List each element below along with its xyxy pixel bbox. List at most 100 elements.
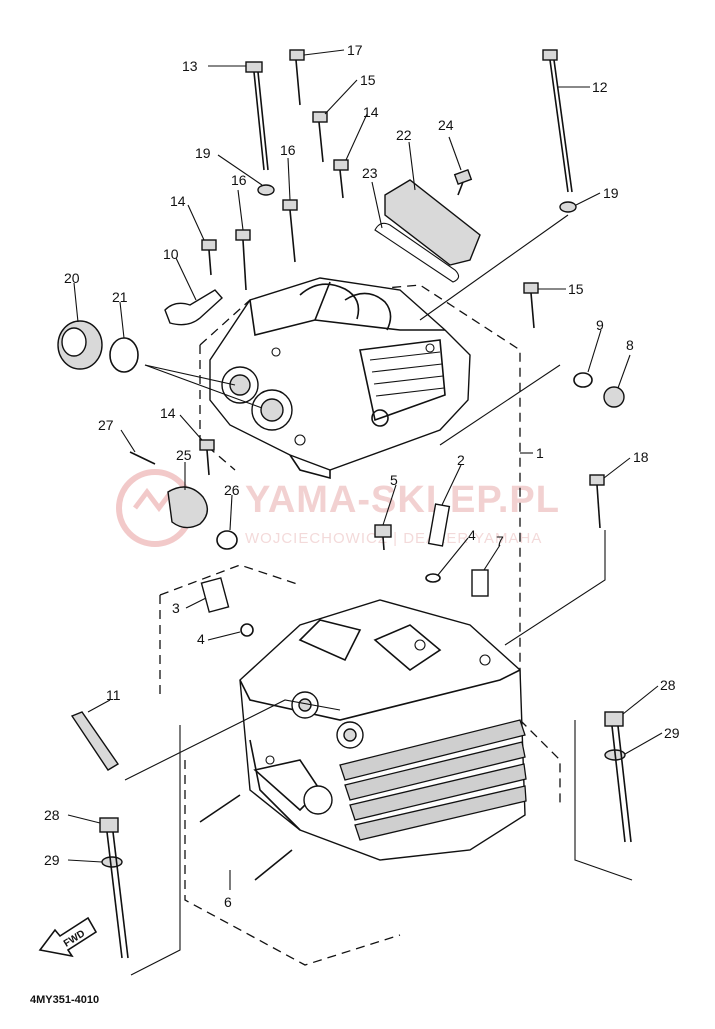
- screw-24-shank: [457, 181, 464, 196]
- callout-15-upper: 15: [360, 72, 376, 88]
- bolt-15-right-shank: [530, 292, 535, 329]
- cover-fins: [369, 351, 445, 397]
- valve-guide-3: [200, 577, 230, 613]
- screw-27: [129, 451, 156, 465]
- bolt-14-mid-head: [199, 439, 215, 451]
- callout-8: 8: [626, 337, 634, 353]
- cylinder-head-cover: [209, 277, 471, 480]
- bolt-14-left-shank: [208, 249, 212, 276]
- bracket-10: [164, 289, 223, 326]
- head-cam-journal-1: [298, 619, 362, 662]
- callout-15-right: 15: [568, 281, 584, 297]
- callouts: 13 17 15 14 22 24 12 19 16 16 23 19 14 1…: [44, 42, 680, 910]
- stud-right-shank: [611, 725, 626, 843]
- plug-8: [603, 386, 625, 408]
- forward-arrow-icon: [38, 916, 98, 958]
- callout-28-right: 28: [660, 677, 676, 693]
- callout-9: 9: [596, 317, 604, 333]
- bolt-5-shank: [382, 536, 385, 551]
- callout-14-mid: 14: [160, 405, 176, 421]
- bolt-17-head: [289, 49, 305, 61]
- callout-25: 25: [176, 447, 192, 463]
- washer-19-right: [559, 201, 577, 213]
- cover-ridge: [314, 319, 445, 331]
- watermark-brand: YAMA-SKLEP.PL: [245, 479, 560, 521]
- oring-9: [573, 372, 593, 388]
- callout-5: 5: [390, 472, 398, 488]
- bolt-16-a-shank: [289, 209, 296, 263]
- bolt-14-upper-shank: [339, 169, 344, 199]
- cover-bolt-boss: [371, 409, 389, 427]
- callout-29-right: 29: [664, 725, 680, 741]
- bolt-15-right-head: [523, 282, 539, 294]
- stud-6-lower: [254, 849, 293, 881]
- callout-13: 13: [182, 58, 198, 74]
- leader-lines: [67, 49, 663, 976]
- callout-23: 23: [362, 165, 378, 181]
- bolt-28-left-head: [99, 817, 119, 833]
- callout-2: 2: [457, 452, 465, 468]
- gasket-23: [374, 222, 460, 283]
- screw-24-head: [453, 169, 473, 185]
- bolt-5-head: [374, 524, 392, 538]
- callout-19-right: 19: [603, 185, 619, 201]
- cover-plate-22: [384, 179, 481, 266]
- valve-guide-2: [427, 503, 451, 547]
- bolt-17-shank: [295, 59, 301, 106]
- bolt-16-b-shank: [242, 239, 247, 291]
- callout-3: 3: [172, 600, 180, 616]
- stud-6-upper: [199, 794, 241, 823]
- cover-cam-hump-1: [299, 283, 360, 320]
- clip-4-lower: [240, 623, 254, 637]
- callout-19-left: 19: [195, 145, 211, 161]
- head-fin-2: [344, 741, 526, 801]
- forward-arrow: FWD: [38, 916, 98, 958]
- bolt-13-shank: [253, 71, 265, 171]
- bolt-14-upper-head: [333, 159, 349, 171]
- callout-10: 10: [163, 246, 179, 262]
- bolt-16-a-head: [282, 199, 298, 211]
- callout-14-left: 14: [170, 193, 186, 209]
- watermark: YAMA-SKLEP.PL WOJCIECHOWICZ | DEALER YAM…: [116, 469, 560, 547]
- oring-21: [109, 337, 139, 373]
- callout-21: 21: [112, 289, 128, 305]
- cover-side-panel: [359, 339, 446, 422]
- washer-29-left: [101, 856, 123, 868]
- clip-4-upper: [425, 573, 441, 583]
- callout-28-left: 28: [44, 807, 60, 823]
- head-fin-1: [339, 719, 526, 781]
- washer-19-left: [257, 184, 275, 196]
- cover-cam-hump-2: [344, 292, 392, 331]
- cylinder-head: [239, 599, 527, 861]
- callout-14-upper: 14: [363, 104, 379, 120]
- bolt-14-mid-shank: [206, 449, 210, 476]
- head-fin-3: [349, 763, 527, 821]
- head-gasket-face: [239, 669, 521, 721]
- callout-20: 20: [64, 270, 80, 286]
- bolt-15-upper-head: [312, 111, 328, 123]
- callout-16-a: 16: [280, 142, 296, 158]
- bolt-18-head: [589, 474, 605, 486]
- outline-head-top: [159, 564, 301, 596]
- dowel-7: [471, 569, 489, 597]
- callout-17: 17: [347, 42, 363, 58]
- head-exhaust-port: [303, 785, 333, 815]
- watermark-subline: WOJCIECHOWICZ | DEALER YAMAHA: [245, 530, 542, 547]
- bolt-13-head: [245, 61, 263, 73]
- bolt-12-head: [542, 49, 558, 61]
- oring-26: [216, 530, 238, 550]
- callout-18: 18: [633, 449, 649, 465]
- callout-4-upper: 4: [468, 527, 476, 543]
- bolt-28-right-head: [604, 711, 624, 727]
- callout-26: 26: [224, 482, 240, 498]
- callout-29-left: 29: [44, 852, 60, 868]
- callout-11: 11: [106, 687, 121, 703]
- callout-1: 1: [536, 445, 544, 461]
- callout-7: 7: [496, 533, 504, 549]
- bolt-16-b-head: [235, 229, 251, 241]
- head-fin-4: [354, 785, 527, 841]
- callout-4-lower: 4: [197, 631, 205, 647]
- stud-left-shank: [106, 831, 123, 959]
- callout-16-b: 16: [231, 172, 247, 188]
